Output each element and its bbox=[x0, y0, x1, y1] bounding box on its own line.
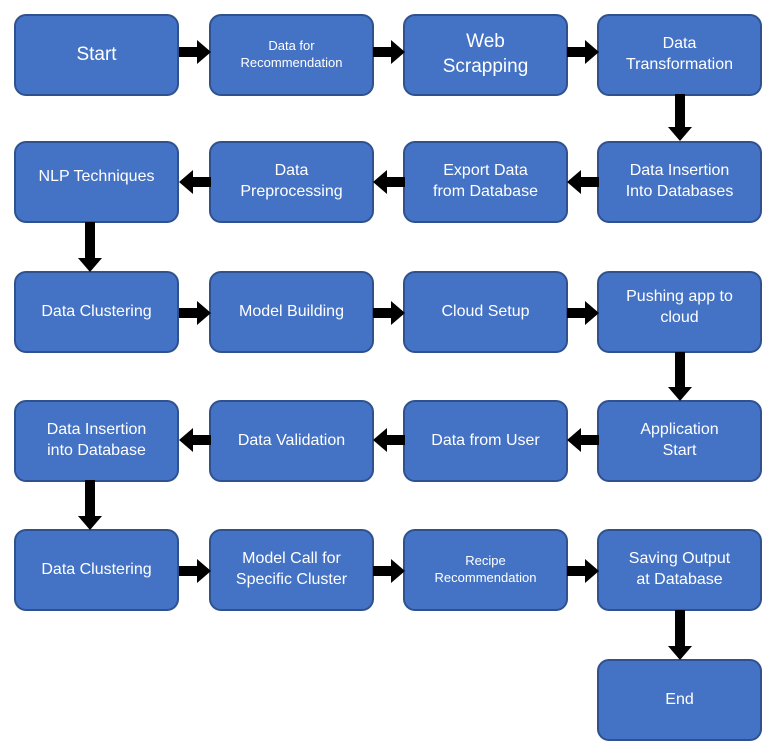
step-end: End bbox=[597, 659, 762, 741]
step-data-transformation: Data Transformation bbox=[597, 14, 762, 96]
arrow-down-3 bbox=[668, 352, 692, 401]
step-model-building: Model Building bbox=[209, 271, 374, 353]
step-cloud-setup: Cloud Setup bbox=[403, 271, 568, 353]
arrow-right-4 bbox=[179, 301, 211, 325]
step-data-for-recommendation: Data for Recommendation bbox=[209, 14, 374, 96]
arrow-right-8 bbox=[373, 559, 405, 583]
step-data-from-user: Data from User bbox=[403, 400, 568, 482]
arrow-left-6 bbox=[179, 428, 211, 452]
step-data-clustering-1: Data Clustering bbox=[14, 271, 179, 353]
arrow-left-4 bbox=[567, 428, 599, 452]
arrow-right-7 bbox=[179, 559, 211, 583]
step-export-data-from-database: Export Data from Database bbox=[403, 141, 568, 223]
step-recipe-recommendation: Recipe Recommendation bbox=[403, 529, 568, 611]
arrow-right-1 bbox=[179, 40, 211, 64]
arrow-right-5 bbox=[373, 301, 405, 325]
arrow-right-6 bbox=[567, 301, 599, 325]
arrow-down-1 bbox=[668, 94, 692, 141]
step-start: Start bbox=[14, 14, 179, 96]
step-data-insertion-into-databases: Data Insertion Into Databases bbox=[597, 141, 762, 223]
step-model-call-for-specific-cluster: Model Call for Specific Cluster bbox=[209, 529, 374, 611]
arrow-down-2 bbox=[78, 222, 102, 272]
step-nlp-techniques: NLP Techniques bbox=[14, 141, 179, 223]
step-saving-output-at-database: Saving Output at Database bbox=[597, 529, 762, 611]
arrow-right-3 bbox=[567, 40, 599, 64]
arrow-down-5 bbox=[668, 610, 692, 660]
arrow-left-5 bbox=[373, 428, 405, 452]
step-data-clustering-2: Data Clustering bbox=[14, 529, 179, 611]
arrow-right-2 bbox=[373, 40, 405, 64]
arrow-left-2 bbox=[373, 170, 405, 194]
step-web-scrapping: Web Scrapping bbox=[403, 14, 568, 96]
step-application-start: Application Start bbox=[597, 400, 762, 482]
arrow-left-1 bbox=[567, 170, 599, 194]
step-data-validation: Data Validation bbox=[209, 400, 374, 482]
step-data-insertion-into-database: Data Insertion into Database bbox=[14, 400, 179, 482]
step-data-preprocessing: Data Preprocessing bbox=[209, 141, 374, 223]
arrow-right-9 bbox=[567, 559, 599, 583]
arrow-down-4 bbox=[78, 480, 102, 530]
step-pushing-app-to-cloud: Pushing app to cloud bbox=[597, 271, 762, 353]
arrow-left-3 bbox=[179, 170, 211, 194]
